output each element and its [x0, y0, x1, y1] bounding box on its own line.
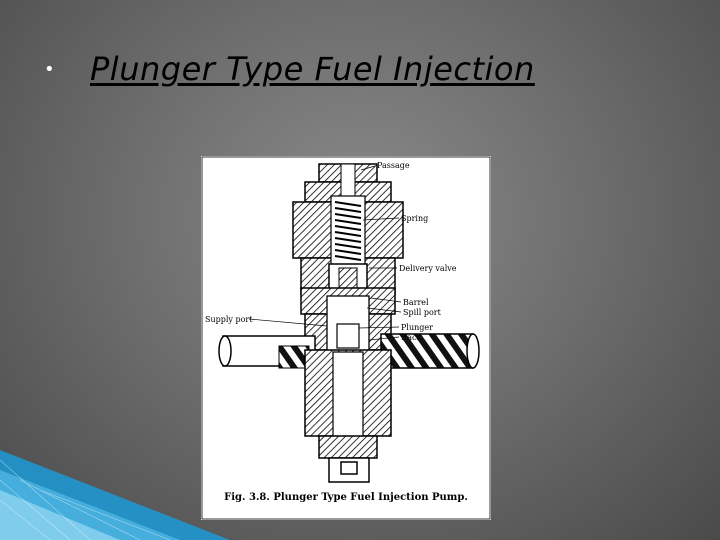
corner-decoration [0, 450, 230, 540]
pump-body [304, 349, 392, 483]
label-spill-port: Spill port [403, 308, 442, 317]
label-passage: Passage [377, 161, 410, 170]
label-rack: Rack [401, 333, 421, 342]
figure-caption: Fig. 3.8. Plunger Type Fuel Injection Pu… [224, 492, 468, 503]
pump-diagram: Passage Spring Delivery valve Barrel Spi… [201, 156, 491, 520]
label-spring: Spring [401, 214, 428, 223]
bullet-icon: • [44, 58, 55, 80]
barrel-housing [300, 287, 396, 357]
figure-border [201, 156, 491, 520]
spring-coil [334, 201, 362, 261]
pump-diagram-figure: Passage Spring Delivery valve Barrel Spi… [201, 156, 491, 520]
title-row: • Plunger Type Fuel Injection [44, 44, 535, 94]
label-supply-port: Supply port [205, 315, 253, 324]
leader-lines [248, 165, 402, 341]
label-plunger: Plunger [401, 323, 433, 332]
outlet-fitting [304, 163, 392, 205]
label-delivery-valve: Delivery valve [399, 264, 457, 273]
delivery-valve [328, 263, 368, 295]
label-barrel: Barrel [403, 298, 429, 307]
slide-title: Plunger Type Fuel Injection [90, 50, 535, 88]
